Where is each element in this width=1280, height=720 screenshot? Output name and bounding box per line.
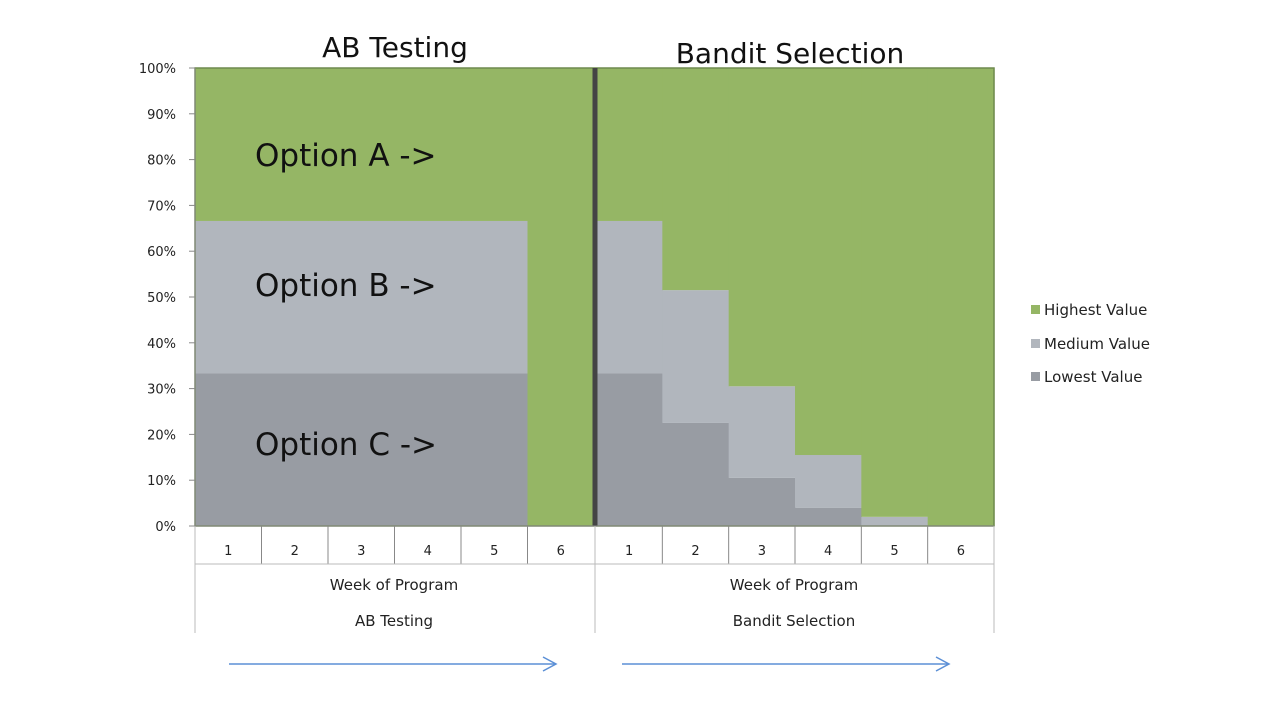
xlabel-ab-line1: Week of Program	[330, 576, 458, 594]
bar-bandit-week-4-lowest	[795, 507, 862, 526]
x-axis: 1 2 3 4 5 6 1 2 3 4 5 6	[194, 525, 995, 633]
arrow-bandit	[622, 656, 951, 672]
xtick-bandit-3: 3	[758, 544, 766, 559]
legend: Highest Value Medium Value Lowest Value	[1031, 301, 1150, 386]
ytick-label-60pct: 60%	[147, 245, 176, 260]
xtick-bandit-4: 4	[824, 544, 832, 559]
bar-ab-week-2-medium	[261, 220, 329, 374]
bar-ab-week-3-lowest	[328, 373, 396, 526]
ytick-label-20pct: 20%	[147, 428, 176, 443]
bar-ab-week-3-highest	[328, 68, 396, 221]
option-a-label: Option A ->	[255, 138, 437, 174]
bar-ab-week-5-medium	[461, 220, 529, 374]
bar-ab-week-2-lowest	[261, 373, 329, 526]
xlabel-bandit-line2: Bandit Selection	[733, 612, 855, 630]
bar-bandit-week-1-medium	[596, 220, 663, 374]
ytick-label-30pct: 30%	[147, 383, 176, 398]
xtick-bandit-1: 1	[625, 544, 633, 559]
xlabel-bandit-line1: Week of Program	[730, 576, 858, 594]
ytick-label-100pct: 100%	[139, 62, 176, 77]
legend-swatch-lowest	[1031, 372, 1040, 381]
bar-ab-week-4-lowest	[394, 373, 462, 526]
bar-ab-week-1-medium	[195, 220, 263, 374]
bar-bandit-week-3-lowest	[728, 477, 796, 526]
legend-label-highest: Highest Value	[1044, 301, 1147, 319]
bar-bandit-week-5-highest	[861, 68, 929, 517]
legend-swatch-highest	[1031, 305, 1040, 314]
bar-ab-week-5-lowest	[461, 373, 529, 526]
bar-bandit-week-2-lowest	[662, 422, 730, 526]
xtick-ab-1: 1	[224, 544, 232, 559]
bar-bandit-week-6-highest	[927, 68, 995, 526]
xtick-bandit-5: 5	[890, 544, 898, 559]
bar-ab-week-6-highest	[527, 68, 595, 526]
xtick-bandit-6: 6	[957, 544, 965, 559]
option-b-label: Option B ->	[255, 268, 437, 304]
bar-bandit-week-2-medium	[662, 290, 730, 423]
xtick-ab-5: 5	[490, 544, 498, 559]
ytick-label-90pct: 90%	[147, 108, 176, 123]
bar-bandit-week-1-highest	[596, 68, 663, 221]
xlabel-ab-line2: AB Testing	[355, 612, 433, 630]
bar-bandit-week-4-highest	[795, 68, 862, 456]
xtick-ab-4: 4	[424, 544, 432, 559]
ytick-label-40pct: 40%	[147, 337, 176, 352]
ytick-label-50pct: 50%	[147, 291, 176, 306]
panel-title-ab: AB Testing	[322, 31, 468, 64]
bar-bandit-week-4-medium	[795, 455, 862, 508]
option-c-label: Option C ->	[255, 427, 437, 463]
bar-bandit-week-1-lowest	[596, 373, 663, 526]
xtick-ab-3: 3	[357, 544, 365, 559]
ytick-label-80pct: 80%	[147, 154, 176, 169]
bar-ab-week-4-highest	[394, 68, 462, 221]
legend-label-medium: Medium Value	[1044, 335, 1150, 353]
bar-ab-week-5-highest	[461, 68, 529, 221]
legend-swatch-medium	[1031, 339, 1040, 348]
y-axis: 100% 90% 80% 70% 60% 50% 40% 30% 20% 10% 0%	[139, 62, 196, 535]
xtick-ab-6: 6	[557, 544, 565, 559]
ytick-label-10pct: 10%	[147, 474, 176, 489]
ytick-label-0pct: 0%	[155, 520, 176, 535]
bar-bandit-week-5-medium	[861, 516, 929, 526]
xtick-bandit-2: 2	[691, 544, 699, 559]
plot-area	[194, 67, 995, 527]
bar-bandit-week-3-highest	[728, 68, 796, 387]
bar-bandit-week-2-highest	[662, 68, 730, 291]
bar-ab-week-1-highest	[195, 68, 263, 221]
bar-bandit-week-3-medium	[728, 386, 796, 478]
legend-label-lowest: Lowest Value	[1044, 368, 1142, 386]
ytick-label-70pct: 70%	[147, 199, 176, 214]
bar-ab-week-2-highest	[261, 68, 329, 221]
bar-ab-week-4-medium	[394, 220, 462, 374]
bar-ab-week-3-medium	[328, 220, 396, 374]
bar-ab-week-1-lowest	[195, 373, 263, 526]
panel-title-bandit: Bandit Selection	[676, 37, 905, 70]
arrow-ab	[229, 656, 558, 672]
xtick-ab-2: 2	[291, 544, 299, 559]
